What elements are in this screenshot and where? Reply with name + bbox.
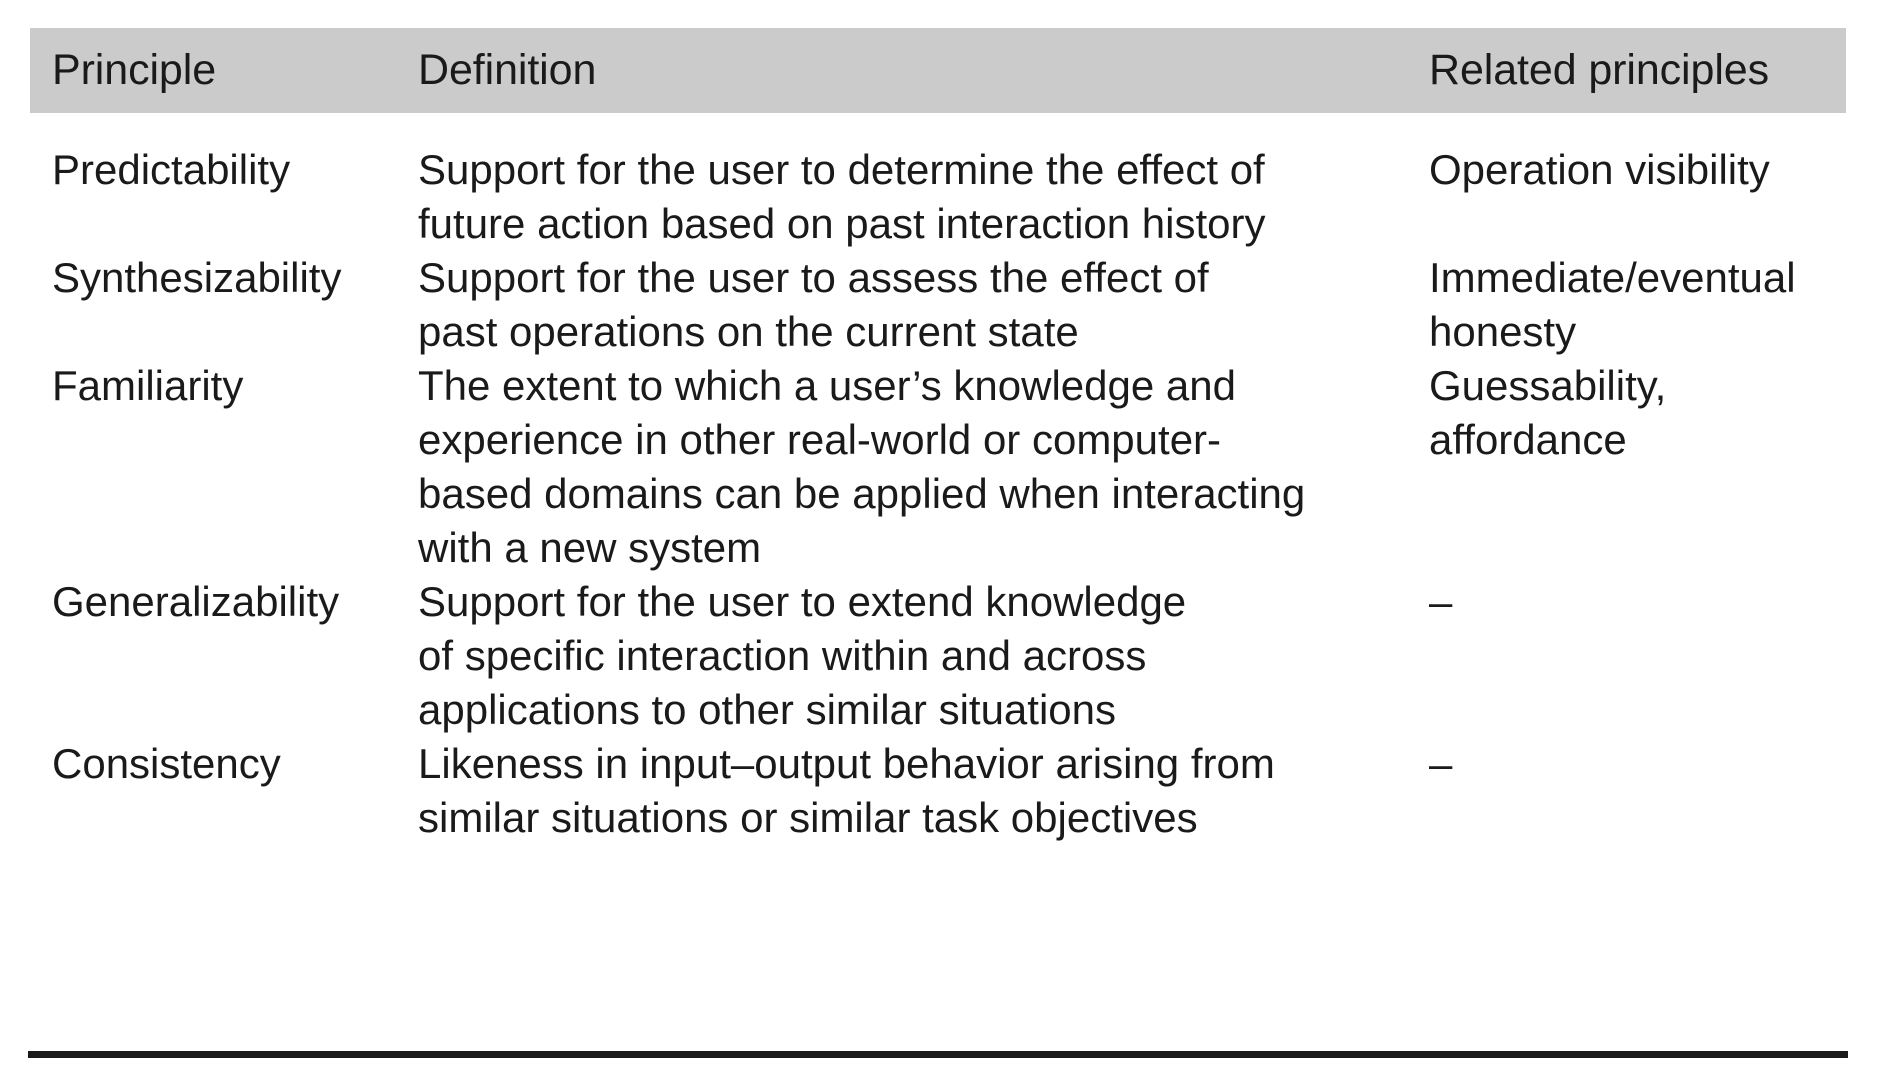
cell-principle: Generalizability [52,578,340,625]
cell-definition: The extent to which a user’s knowledge a… [418,359,1418,575]
cell-related-principles: Operation visibility [1429,143,1846,197]
cell-principle: Synthesizability [52,254,342,301]
cell-related-principles: Guessability, affordance [1429,359,1846,467]
definition-line: Support for the user to assess the effec… [418,254,1209,301]
table-bottom-rule [28,1051,1848,1058]
column-header-related-principles: Related principles [1429,46,1769,94]
related-line: honesty [1429,308,1577,355]
definition-line: similar situations or similar task objec… [418,794,1198,841]
related-line: Immediate/eventual [1429,254,1796,301]
definition-line: The extent to which a user’s knowledge a… [418,362,1236,409]
definition-line: applications to other similar situations [418,686,1117,733]
related-line: – [1429,578,1453,625]
definition-line: experience in other real-world or comput… [418,416,1222,463]
related-line: Guessability, [1429,362,1667,409]
cell-definition: Support for the user to determine the ef… [418,143,1418,251]
definition-line: Likeness in input–output behavior arisin… [418,740,1275,787]
column-header-definition: Definition [418,46,597,94]
definition-line: with a new system [418,524,762,571]
cell-definition: Likeness in input–output behavior arisin… [418,737,1418,845]
cell-principle: Familiarity [52,362,244,409]
cell-principle: Consistency [52,740,281,787]
table-header-row: Principle Definition Related principles [30,28,1846,113]
cell-definition: Support for the user to extend knowledge… [418,575,1418,737]
cell-definition: Support for the user to assess the effec… [418,251,1418,359]
cell-related-principles: Immediate/eventual honesty [1429,251,1846,359]
table-header-band: Principle Definition Related principles [30,28,1846,113]
table-body: Predictability Support for the user to d… [30,113,1846,1053]
related-line: – [1429,740,1453,787]
definition-line: Support for the user to extend knowledge [418,578,1187,625]
definition-line: past operations on the current state [418,308,1079,355]
definition-line: based domains can be applied when intera… [418,470,1306,517]
related-line: affordance [1429,416,1627,463]
definition-line: Support for the user to determine the ef… [418,146,1265,193]
cell-related-principles: – [1429,737,1846,791]
definition-line: of specific interaction within and acros… [418,632,1147,679]
cell-related-principles: – [1429,575,1846,629]
definition-line: future action based on past interaction … [418,200,1266,247]
column-header-principle: Principle [52,46,217,94]
cell-principle: Predictability [52,146,291,193]
related-line: Operation visibility [1429,146,1770,193]
